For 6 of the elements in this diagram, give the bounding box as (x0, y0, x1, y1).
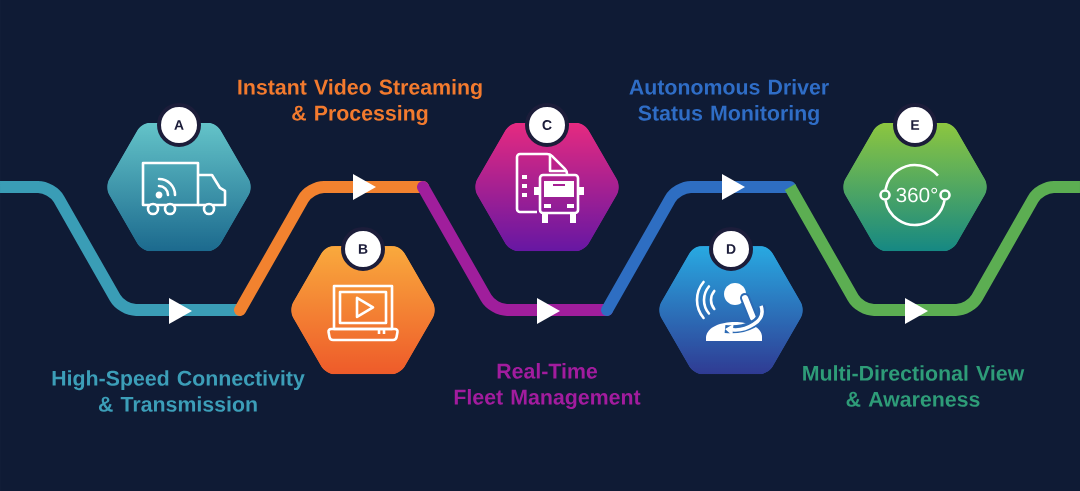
step-title: Multi-Directional View & Awareness (803, 365, 1025, 407)
step-title: High-Speed Connectivity & Transmission (52, 370, 305, 412)
step-title: Instant Video Streaming & Processing (238, 79, 482, 125)
step-title: Autonomous Driver Status Monitoring (629, 79, 829, 125)
step-title: Real-Time Fleet Management (454, 363, 641, 409)
degree-label: 360° (896, 187, 938, 203)
